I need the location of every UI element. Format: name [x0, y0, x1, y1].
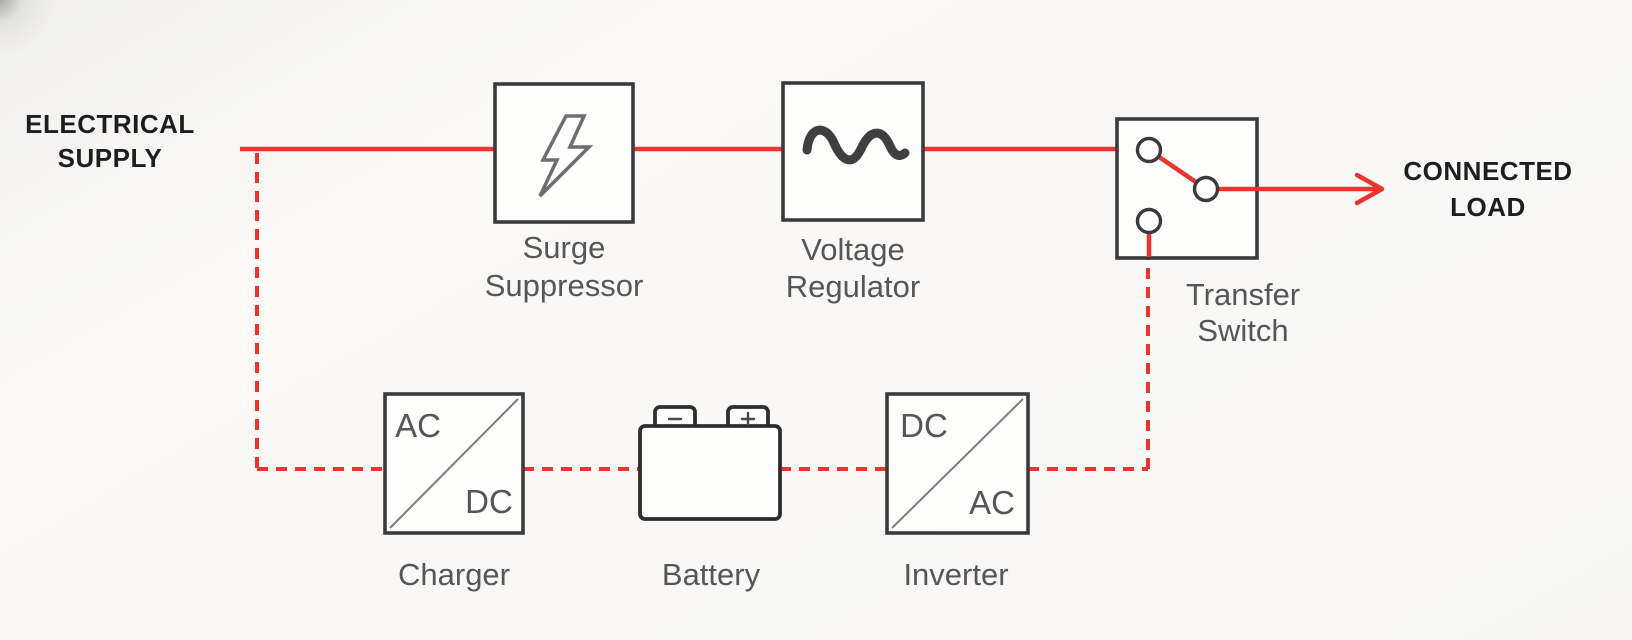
- charger-diagonal-divider: [389, 398, 519, 529]
- battery-icon: [638, 405, 782, 521]
- voltage-regulator-label-line1: Voltage: [801, 232, 904, 267]
- surge-suppressor-label-line2: Suppressor: [485, 268, 644, 303]
- inverter-input-type-label: DC: [900, 407, 948, 444]
- charger-label: Charger: [398, 557, 510, 592]
- electrical-supply-label-line2: SUPPLY: [58, 143, 163, 173]
- switch-contact-primary: [1135, 136, 1163, 164]
- connected-load-label-line1: CONNECTED: [1403, 156, 1572, 186]
- surge-suppressor-box: [493, 82, 635, 224]
- voltage-regulator-label-line2: Regulator: [786, 269, 920, 304]
- transfer-switch-label-line1: Transfer: [1186, 277, 1300, 312]
- inverter-output-type-label: AC: [969, 484, 1015, 521]
- transfer-switch-label-line2: Switch: [1197, 313, 1288, 348]
- lightning-bolt-icon: [538, 114, 594, 198]
- surge-suppressor-label-line1: Surge: [523, 230, 606, 265]
- inverter-diagonal-divider: [891, 398, 1024, 529]
- inverter-label: Inverter: [903, 557, 1008, 592]
- charger-input-type-label: AC: [395, 407, 441, 444]
- switch-contacts-icon: [1135, 136, 1380, 257]
- plus-terminal-icon: [740, 411, 756, 427]
- battery-label: Battery: [662, 557, 761, 592]
- battery-body: [638, 424, 782, 521]
- charger-output-type-label: DC: [465, 483, 513, 520]
- arrow-right-icon: [1354, 172, 1385, 206]
- switch-contact-backup: [1135, 207, 1163, 235]
- switch-contact-common: [1192, 175, 1220, 203]
- connected-load-label-line2: LOAD: [1450, 192, 1526, 222]
- electrical-supply-label-line1: ELECTRICAL: [25, 109, 195, 139]
- sine-wave-icon: [802, 125, 910, 165]
